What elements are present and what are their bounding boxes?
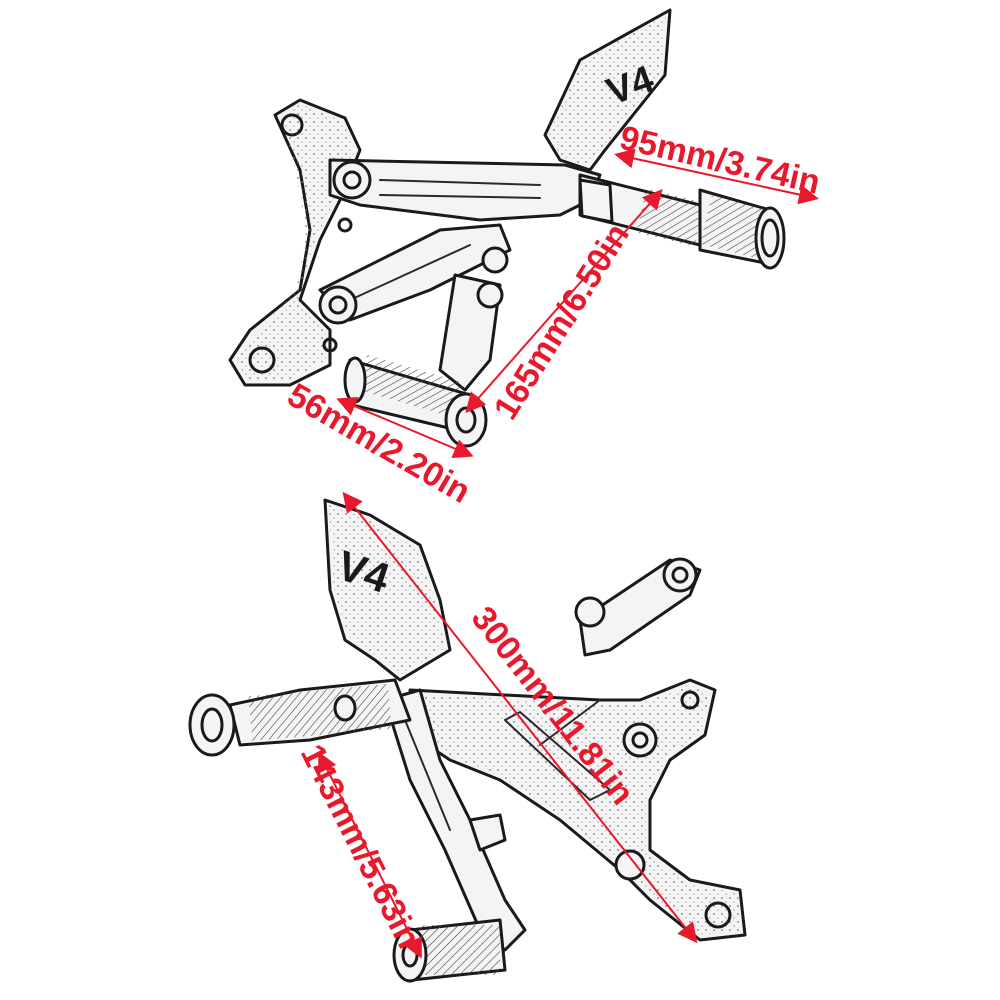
bottom-height-arrow	[318, 751, 422, 959]
top-span-arrow	[465, 188, 663, 414]
bottom-footpeg	[188, 678, 412, 757]
top-lever-length-arrow	[336, 397, 474, 458]
bottom-rearset: V4	[188, 498, 747, 983]
top-upper-arm	[328, 158, 602, 222]
top-peg-length-arrow	[614, 148, 819, 205]
bottom-span-arrow	[342, 491, 698, 944]
